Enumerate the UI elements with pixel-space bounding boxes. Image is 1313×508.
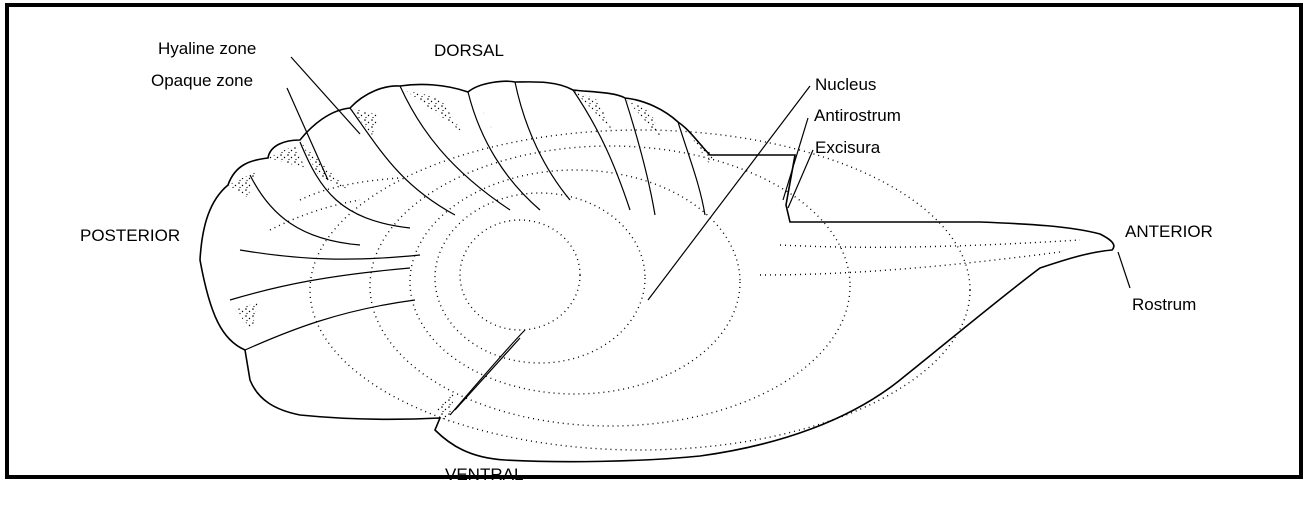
pointer-lines xyxy=(287,57,1130,410)
label-hyaline-zone: Hyaline zone xyxy=(158,40,256,57)
label-excisura: Excisura xyxy=(815,139,880,156)
label-ventral: VENTRAL xyxy=(445,466,523,483)
label-nucleus: Nucleus xyxy=(815,76,876,93)
notch-3 xyxy=(300,140,348,190)
label-posterior: POSTERIOR xyxy=(80,227,180,244)
label-dorsal: DORSAL xyxy=(434,42,504,59)
notch-7 xyxy=(573,90,612,130)
notch-10 xyxy=(235,302,258,330)
notch-9 xyxy=(690,135,715,165)
ridge-lines xyxy=(230,82,705,415)
growth-rings xyxy=(270,130,1080,450)
notch-5 xyxy=(405,90,462,132)
label-rostrum: Rostrum xyxy=(1132,296,1196,313)
notch-4 xyxy=(350,108,380,135)
label-opaque-zone: Opaque zone xyxy=(151,72,253,89)
otolith-outline xyxy=(200,81,1114,461)
label-anterior: ANTERIOR xyxy=(1125,223,1213,240)
notch-8 xyxy=(625,98,662,140)
notch-6 xyxy=(473,92,500,145)
label-antirostrum: Antirostrum xyxy=(814,107,901,124)
